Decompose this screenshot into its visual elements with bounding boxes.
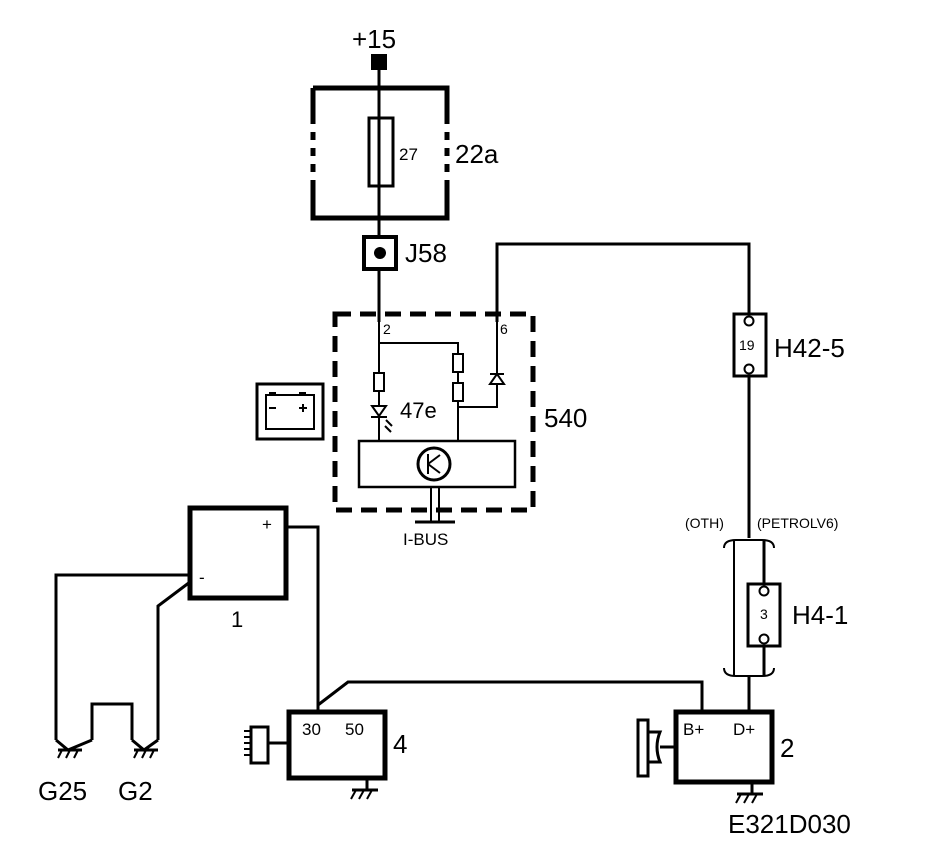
module-pin-6: 6 (500, 321, 508, 337)
bus-label: I-BUS (403, 530, 448, 549)
connector-h4-1: 3 H4-1 (746, 582, 848, 648)
figure-code: E321D030 (728, 809, 851, 839)
wire-starter-to-alternator (317, 680, 704, 712)
ground-g2-icon: G2 (118, 738, 159, 806)
supply-label: +15 (352, 24, 396, 54)
starter-term-50: 50 (345, 720, 364, 739)
led-label: 47e (400, 398, 437, 423)
alternator-2: B+ D+ 2 (636, 709, 794, 804)
variant-oth: (OTH) (685, 515, 724, 531)
ground-g25-icon: G25 (38, 738, 93, 806)
h4-label: H4-1 (792, 600, 848, 630)
diode-pin-6 (488, 372, 506, 385)
junction-label: J58 (405, 238, 447, 268)
wire-battery-minus-g25 (54, 573, 190, 740)
module-label: 540 (544, 403, 587, 433)
alternator-b-plus: B+ (683, 720, 704, 739)
battery-symbol-icon (255, 382, 325, 441)
starter-motor-4: 30 50 4 (244, 709, 407, 800)
h42-pin: 19 (739, 337, 755, 353)
wire-battery-minus-g2 (156, 580, 191, 740)
fuse-number: 27 (399, 145, 418, 164)
alternator-ground-icon (735, 782, 763, 804)
fuse-box-label: 22a (455, 139, 499, 169)
battery-label: 1 (231, 607, 243, 632)
fuse-box-22a: 27 22a (310, 85, 499, 221)
fuse-element (367, 116, 395, 188)
wire-battery-plus-to-starter (286, 525, 320, 712)
resistor-left (373, 372, 385, 392)
resistor-right-2 (452, 382, 464, 402)
starter-term-30: 30 (302, 720, 321, 739)
variant-petrol-v6: (PETROLV6) (757, 515, 838, 531)
battery-plus: + (262, 515, 272, 534)
led-47e (370, 405, 393, 440)
alternator-d-plus: D+ (733, 720, 755, 739)
module-pin-2: 2 (383, 321, 391, 337)
wire-pin6-to-h42 (495, 242, 751, 322)
ground-g25-label: G25 (38, 776, 87, 806)
battery-minus: - (199, 568, 205, 587)
transistor-icon (416, 446, 452, 482)
battery-1: + - 1 (187, 505, 289, 632)
variant-split: (OTH) (PETROLV6) (685, 515, 838, 712)
junction-j58: J58 (362, 235, 447, 271)
supply-terminal: +15 (352, 24, 396, 70)
pulley-icon (636, 718, 676, 778)
starter-label: 4 (393, 729, 407, 759)
alternator-label: 2 (780, 733, 794, 763)
bus-connector (415, 487, 455, 524)
starter-ground-icon (350, 778, 378, 800)
connector-h42-5: 19 H42-5 (732, 312, 845, 378)
ground-g2-label: G2 (118, 776, 153, 806)
wire-ground-link (90, 702, 134, 740)
module-540: 2 6 540 47e (332, 311, 587, 549)
pinion-gear-icon (244, 725, 289, 765)
resistor-right-1 (452, 353, 464, 373)
h4-pin: 3 (760, 606, 768, 622)
h42-label: H42-5 (774, 333, 845, 363)
